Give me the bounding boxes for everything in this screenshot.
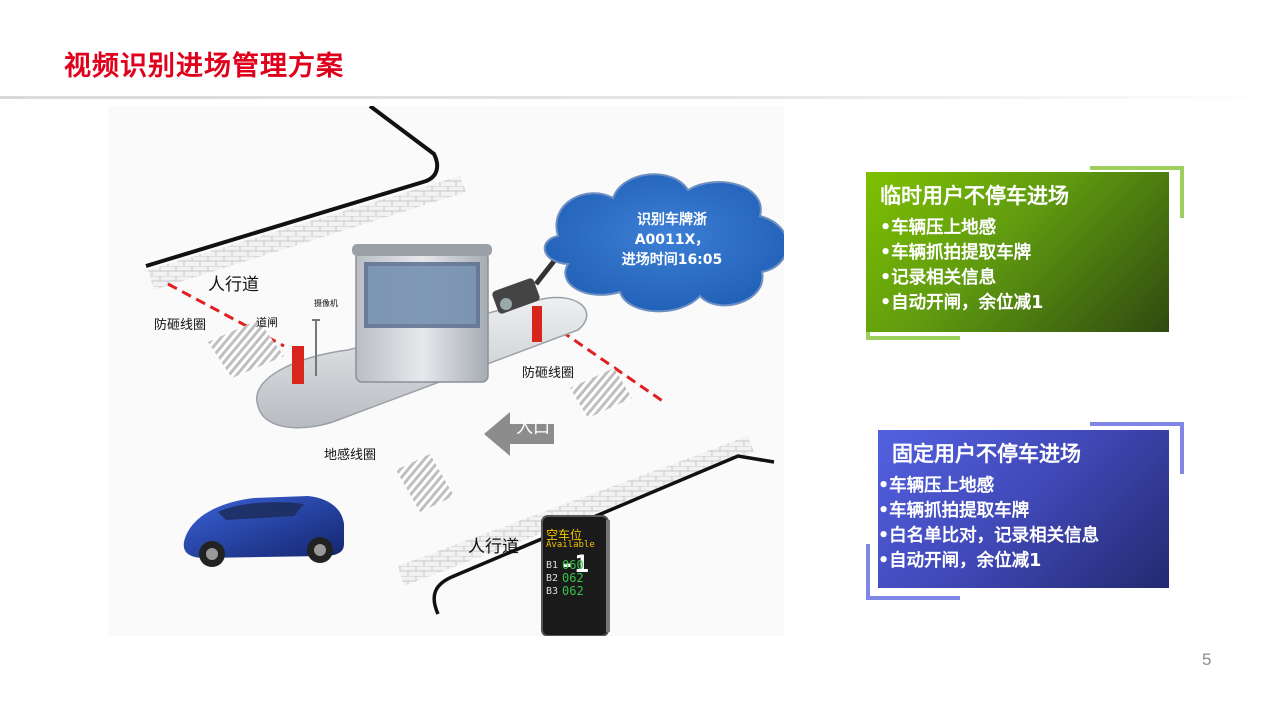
panel-fixed-bullet-4: •自动开闸，余位减1 [878, 551, 1042, 571]
page-number: 5 [1202, 650, 1212, 669]
title-divider [0, 96, 1280, 99]
sign-row-b3-count: 062 [562, 584, 584, 598]
label-entrance: 入口 [516, 418, 550, 438]
panel-temporary-bullet-1: •车辆压上地感 [880, 218, 997, 238]
sign-subheading: Available [546, 540, 595, 550]
label-sidewalk-bottom: 人行道 [468, 537, 519, 557]
curb-bottom-line [432, 454, 775, 615]
panel-temporary-bullet-3: •记录相关信息 [880, 268, 997, 288]
dashed-line-right [547, 320, 665, 404]
panel-fixed-title: 固定用户不停车进场 [892, 442, 1081, 466]
label-anti-smash-loop-right: 防砸线圈 [522, 366, 575, 381]
panel-fixed-user: 固定用户不停车进场 •车辆压上地感 •车辆抓拍提取车牌 •白名单比对，记录相关信… [878, 430, 1169, 588]
diagram-illustration [108, 106, 784, 636]
label-ground-loop: 地感线圈 [324, 448, 377, 463]
anti-smash-loop-left [208, 320, 284, 378]
sidewalk-bottom-band [398, 436, 754, 586]
dashed-line-left [167, 282, 285, 348]
label-anti-smash-loop-left: 防砸线圈 [154, 318, 207, 333]
callout-line-1: 识别车牌浙 [637, 212, 707, 228]
callout-line-3: 进场时间16:05 [621, 252, 723, 268]
panel-fixed-bullet-1: •车辆压上地感 [878, 476, 995, 496]
label-camera: 摄像机 [314, 299, 338, 308]
sign-heading: 空车位 [546, 528, 583, 542]
panel-temporary-bullet-2: •车辆抓拍提取车牌 [880, 243, 1032, 263]
callout-text: 识别车牌浙 A0011X， 进场时间16:05 [586, 210, 758, 270]
booth-roof [352, 244, 492, 256]
panel-fixed-bullet-3: •白名单比对，记录相关信息 [878, 526, 1100, 546]
callout-cloud [543, 173, 784, 313]
sign-row-b1-count: 060 [562, 558, 584, 572]
parking-entrance-diagram: 人行道 人行道 防砸线圈 防砸线圈 摄像机 道闸 地感线圈 入口 识别车牌浙 A… [108, 106, 784, 636]
panel-temporary-user: 临时用户不停车进场 •车辆压上地感 •车辆抓拍提取车牌 •记录相关信息 •自动开… [866, 172, 1169, 332]
barrier-gate-right [532, 306, 542, 342]
slide-title: 视频识别进场管理方案 [64, 51, 344, 82]
ground-loop [396, 454, 454, 512]
label-sidewalk-top: 人行道 [208, 275, 259, 295]
panel-fixed-frame [866, 422, 1184, 600]
sign-overlay-value: -1 [560, 550, 589, 578]
panel-fixed-bullet-2: •车辆抓拍提取车牌 [878, 501, 1030, 521]
sidewalk-top-band [148, 176, 466, 290]
panel-temporary-title: 临时用户不停车进场 [880, 184, 1069, 208]
curb-top-line [145, 106, 440, 268]
entrance-arrow [484, 412, 554, 456]
anti-smash-loop-right [570, 368, 632, 418]
sign-row-b3-level: B3 [546, 586, 559, 597]
sign-row-b2-level: B2 [546, 573, 559, 584]
sign-row-b2-count: 062 [562, 571, 584, 585]
callout-line-2: A0011X， [634, 232, 710, 248]
sign-row-b1-level: B1 [546, 560, 559, 571]
barrier-gate-left [292, 346, 304, 384]
label-barrier: 道闸 [256, 316, 278, 329]
panel-temporary-bullet-4: •自动开闸，余位减1 [880, 293, 1044, 313]
